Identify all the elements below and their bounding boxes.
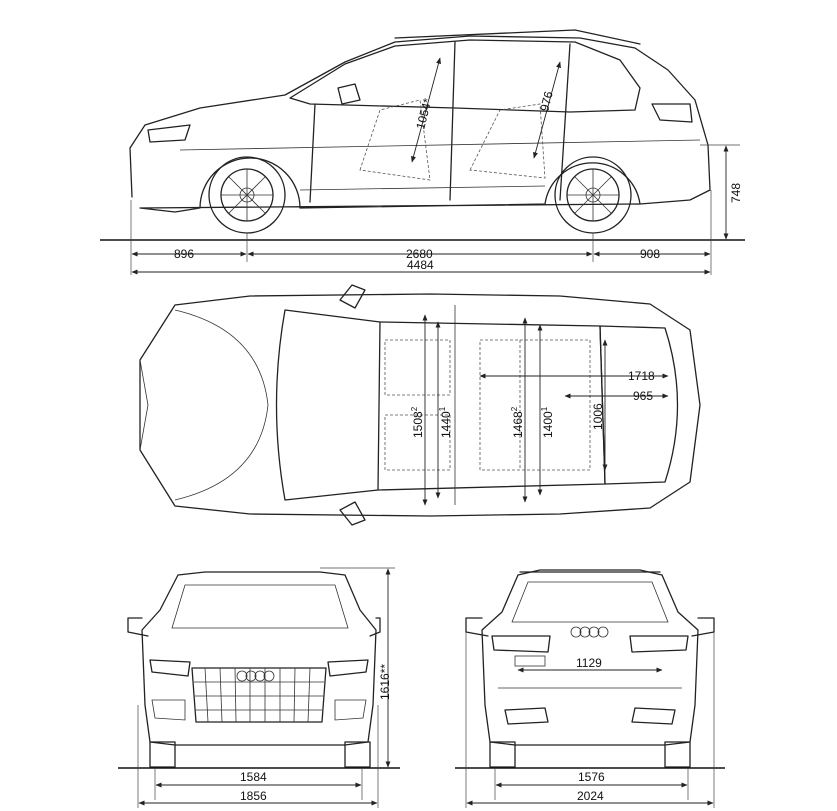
front-view: 1616** 1584 1856 — [118, 567, 400, 808]
rear-overhang-label: 908 — [640, 247, 660, 261]
front-headroom-label: 1054* — [413, 97, 434, 131]
rear-view-car-outline — [465, 569, 715, 768]
wheelbase-label: 2680 — [406, 247, 433, 261]
rear-view: 1129 1576 2024 — [455, 569, 725, 808]
top-view: 15082 14401 14682 14001 1006 1718 965 — [139, 284, 701, 526]
overall-length-label: 4484 — [407, 258, 434, 272]
load-width-label: 1006 — [591, 403, 605, 430]
load-length-label: 965 — [633, 389, 653, 403]
front-width-label: 1856 — [240, 789, 267, 803]
rear-headroom-label: 976 — [537, 90, 556, 113]
front-view-car-outline — [127, 571, 381, 768]
trunk-width-label: 1129 — [576, 656, 602, 670]
front-elbow-label: 14401 — [438, 406, 453, 438]
rear-shoulder-label: 14682 — [510, 406, 525, 438]
front-track-label: 1584 — [240, 770, 267, 784]
rear-track-label: 1576 — [578, 770, 605, 784]
rear-width-label: 2024 — [577, 789, 604, 803]
rear-height-label: 748 — [729, 183, 743, 203]
front-height-label: 1616** — [378, 664, 392, 700]
top-view-car-outline — [139, 284, 701, 526]
rear-headroom-arrow — [533, 61, 561, 159]
side-view: 1054* 976 748 896 2680 908 4484 — [100, 29, 745, 275]
front-shoulder-label: 15082 — [410, 406, 425, 438]
rear-elbow-label: 14001 — [540, 406, 555, 438]
front-overhang-label: 896 — [174, 247, 194, 261]
front-headroom-arrow — [411, 57, 441, 163]
load-length-max-label: 1718 — [628, 369, 655, 383]
